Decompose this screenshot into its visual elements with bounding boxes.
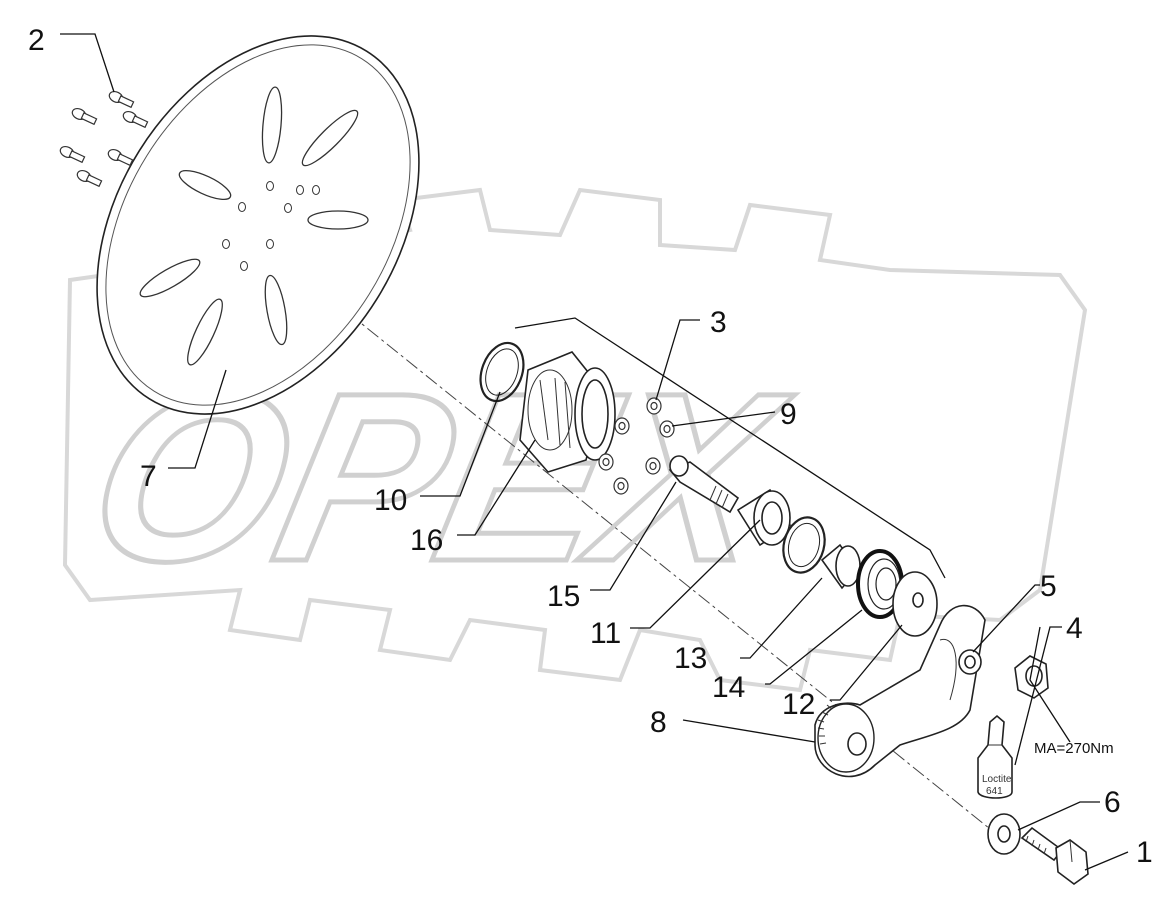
- centre-axis: [269, 249, 1011, 846]
- bottle-label-line1: Loctite: [982, 774, 1012, 785]
- screws-part-2: [59, 90, 149, 188]
- bolt-part-1: [1020, 826, 1089, 885]
- circlip-part-13: [782, 516, 826, 574]
- washer-part-12: [892, 571, 938, 637]
- leader-lines: [60, 33, 1129, 871]
- disc-part-7: [96, 35, 420, 415]
- part-label-6: 6: [1104, 786, 1121, 819]
- part-label-13: 13: [674, 642, 707, 675]
- circlip-part-10: [479, 341, 525, 403]
- part-label-7: 7: [140, 460, 157, 493]
- torque-note: MA=270Nm: [1034, 740, 1114, 757]
- bottle-label-line2: 641: [986, 786, 1003, 797]
- spacer-ring: [820, 543, 861, 590]
- bearing-part-11: [736, 488, 792, 547]
- bracket-line-9: [514, 317, 946, 579]
- part-label-5: 5: [1040, 570, 1057, 603]
- part-label-10: 10: [374, 484, 407, 517]
- part-label-8: 8: [650, 706, 667, 739]
- nuts-part-3: [598, 397, 675, 495]
- arm-part-8: [814, 604, 986, 778]
- part-label-16: 16: [410, 524, 443, 557]
- washer-part-6: [987, 813, 1021, 855]
- hub-part-16: [519, 351, 616, 473]
- part-label-11: 11: [590, 617, 621, 650]
- part-label-14: 14: [712, 671, 745, 704]
- part-label-4: 4: [1066, 612, 1083, 645]
- axle-part-15: [668, 455, 740, 514]
- part-label-2: 2: [28, 24, 45, 57]
- washer-part-5: [958, 649, 982, 675]
- part-label-12: 12: [782, 688, 815, 721]
- part-label-9: 9: [780, 398, 797, 431]
- part-label-3: 3: [710, 306, 727, 339]
- loctite-bottle: Loctite 641: [977, 714, 1013, 799]
- part-label-1: 1: [1136, 836, 1153, 869]
- part-label-15: 15: [547, 580, 580, 613]
- nut-part-4: [1014, 655, 1049, 699]
